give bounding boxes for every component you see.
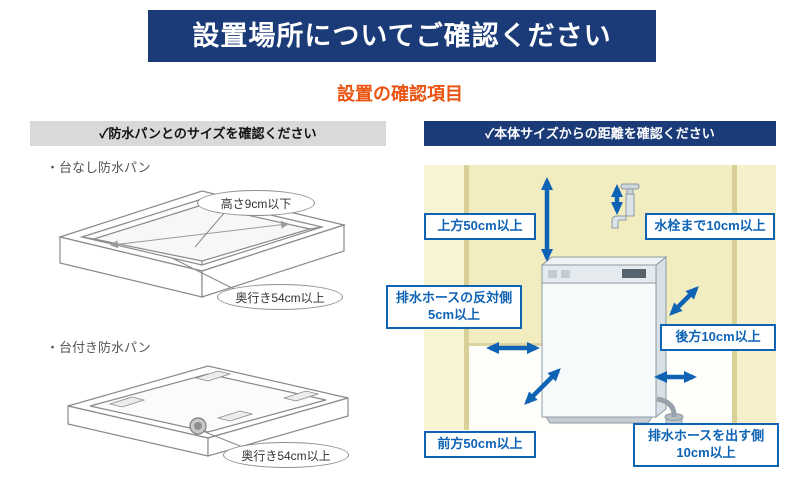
depth-arrow (110, 220, 289, 249)
clearance-label-faucet: 水栓まで10cm以上 (645, 213, 775, 240)
clearance-label-line: 5cm以上 (427, 306, 481, 322)
waterproof-pan-stand-drawing (67, 365, 349, 457)
right-panel-header-label: 本体サイズからの距離を確認ください (494, 126, 715, 141)
clearance-label-top: 上方50cm以上 (424, 213, 536, 240)
callout-depth-1: 奥行き54cm以上 (217, 284, 343, 310)
installation-scene (424, 165, 776, 430)
right-wall (737, 165, 776, 430)
clearance-label-rear: 後方10cm以上 (660, 324, 776, 351)
check-icon: ✓ (485, 126, 495, 141)
left-panel-header: ✓防水パンとのサイズを確認ください (30, 121, 386, 146)
leader-line-depth (171, 257, 241, 293)
clearance-label-front: 前方50cm以上 (424, 431, 536, 458)
arrow-front-clearance (524, 368, 561, 405)
clearance-label-line: 排水ホースの反対側 (395, 290, 513, 305)
pan-with-stand-label: ・台付き防水パン (46, 340, 151, 355)
clearance-label-line: 10cm以上 (676, 444, 736, 460)
page-title: 設置場所についてご確認ください (148, 10, 656, 62)
control-panel-display (622, 269, 646, 278)
left-panel-header-label: 防水パンとのサイズを確認ください (108, 126, 317, 141)
clearance-arrows (486, 177, 699, 405)
check-icon: ✓ (99, 126, 109, 141)
pan-with-stand-illustration (67, 365, 349, 457)
leader-line-height (194, 211, 226, 248)
section-subtitle: 設置の確認項目 (337, 84, 463, 104)
faucet-icon (611, 183, 640, 229)
clearance-label-opposite-drain: 排水ホースの反対側 5cm以上 (386, 285, 522, 329)
clearance-label-drain-side: 排水ホースを出す側 10cm以上 (633, 423, 779, 467)
washing-machine (540, 255, 668, 424)
arrow-rear-clearance (669, 286, 699, 316)
right-panel-header: ✓本体サイズからの距離を確認ください (424, 121, 776, 146)
pan-without-stand-label: ・台なし防水パン (46, 160, 151, 175)
callout-height: 高さ9cm以下 (197, 190, 315, 216)
clearance-label-line: 排水ホースを出す側 (647, 428, 765, 443)
callout-depth-2: 奥行き54cm以上 (223, 442, 349, 468)
